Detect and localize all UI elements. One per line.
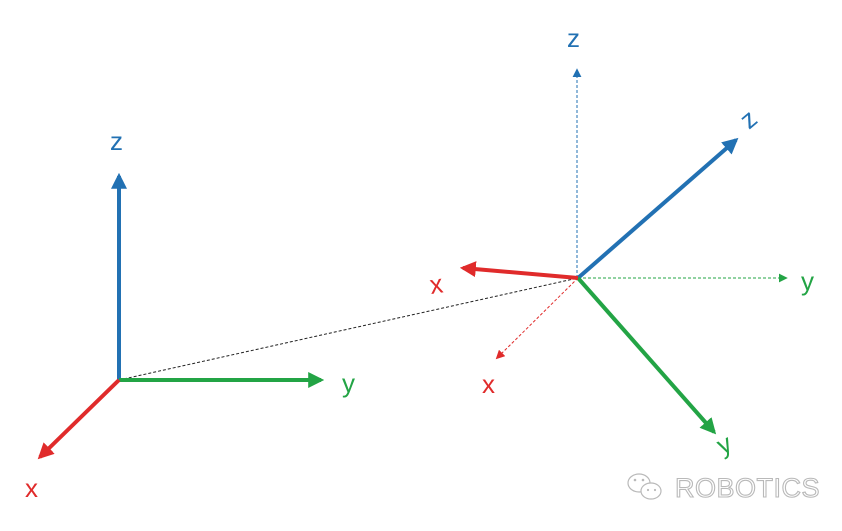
base-x-label: x: [25, 473, 38, 503]
base-frame: z y x: [25, 126, 355, 503]
origin-connector-line: [118, 277, 579, 381]
rotated-z-label: z: [734, 103, 763, 134]
rotated-z-axis: [576, 137, 739, 280]
base-z-label: z: [110, 126, 123, 156]
rotated-x-axis: [459, 261, 579, 280]
rotated-y-label: y: [712, 428, 736, 461]
watermark: ROBOTICS: [627, 472, 820, 504]
reference-x-axis: [495, 277, 579, 360]
base-y-label: y: [342, 368, 355, 398]
rotated-y-axis: [576, 276, 717, 435]
reference-y-label: y: [801, 266, 814, 296]
reference-frame: z y x: [482, 23, 814, 399]
reference-z-label: z: [567, 23, 580, 53]
watermark-text: ROBOTICS: [675, 473, 820, 503]
rotated-frame: z y x: [428, 103, 763, 460]
reference-x-label: x: [482, 369, 495, 399]
rotated-x-label: x: [428, 268, 445, 300]
wechat-icon: [627, 473, 662, 500]
base-x-axis: [37, 378, 121, 460]
